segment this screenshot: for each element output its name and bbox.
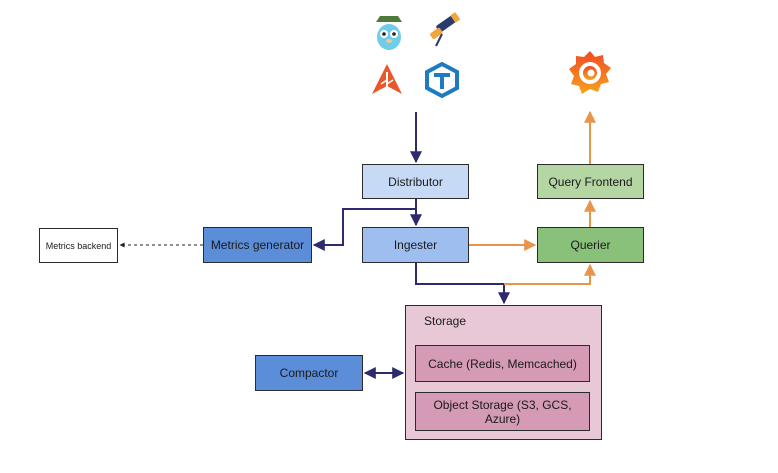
storage-label: Storage — [424, 314, 467, 328]
query-frontend-node: Query Frontend — [537, 164, 644, 199]
opentelemetry-arrow-icon — [372, 64, 402, 94]
cache-node: Cache (Redis, Memcached) — [415, 345, 590, 382]
cache-label: Cache (Redis, Memcached) — [428, 356, 577, 371]
query-frontend-label: Query Frontend — [548, 174, 633, 189]
tempo-t-icon — [425, 62, 459, 98]
object-storage-label: Object Storage (S3, GCS, Azure) — [433, 397, 572, 426]
querier-label: Querier — [570, 238, 611, 252]
compactor-node: Compactor — [255, 355, 363, 391]
arrow-storage-to-querier — [504, 263, 596, 285]
grafana-icon — [569, 51, 611, 94]
gopher-mascot-icon — [376, 16, 402, 50]
object-storage-node: Object Storage (S3, GCS, Azure) — [415, 392, 590, 431]
metrics-backend-label: Metrics backend — [45, 240, 112, 251]
metrics-generator-node: Metrics generator — [203, 227, 312, 263]
telescope-icon — [430, 12, 460, 47]
metrics-backend-node: Metrics backend — [39, 228, 118, 263]
querier-node: Querier — [537, 227, 644, 263]
arrow-ingester-to-storage — [415, 263, 510, 305]
ingester-node: Ingester — [362, 227, 469, 263]
ingester-label: Ingester — [393, 238, 438, 252]
arrow-distributor-to-metrics-generator — [312, 208, 416, 251]
compactor-label: Compactor — [279, 366, 339, 380]
distributor-label: Distributor — [388, 174, 443, 189]
metrics-generator-label: Metrics generator — [210, 238, 305, 252]
distributor-node: Distributor — [362, 164, 469, 199]
